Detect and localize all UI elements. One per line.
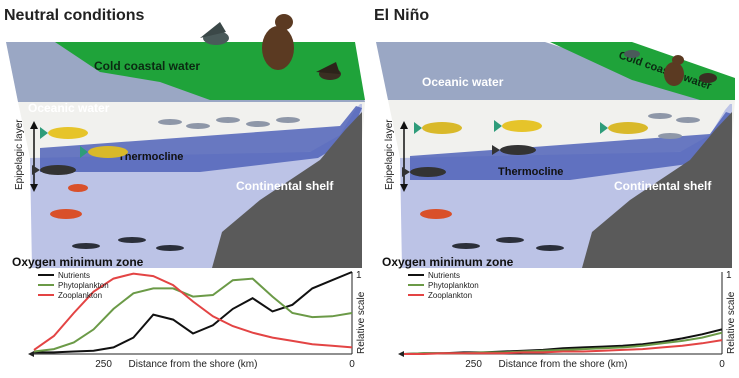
x-tick-label: 250 <box>465 359 482 370</box>
series-line-zooplankton <box>33 272 353 351</box>
x-tick-label: 250 <box>95 359 112 370</box>
el-nino-diagram: Epipelagic layer Cold coastal water Ocea… <box>376 42 735 269</box>
omz-label: Oxygen minimum zone <box>12 255 144 269</box>
continental-shelf <box>582 112 732 268</box>
omz-label: Oxygen minimum zone <box>382 255 514 269</box>
cold-water-area <box>550 42 735 100</box>
legend-label: Zooplankton <box>58 291 102 300</box>
x-axis-label: Distance from the shore (km) <box>129 359 258 370</box>
series-line-zooplankton <box>404 339 723 355</box>
legend-label: Phytoplankton <box>58 281 109 290</box>
oceanic-water-label: Oceanic water <box>28 101 110 115</box>
thermocline-label: Thermocline <box>118 151 183 163</box>
x-tick-label: 0 <box>719 359 725 370</box>
thermocline-label: Thermocline <box>498 166 563 178</box>
legend-label: Phytoplankton <box>428 281 479 290</box>
fish-school-icon <box>158 117 300 129</box>
x-tick-label: 0 <box>349 359 355 370</box>
fish-icon <box>600 122 648 134</box>
panel-title: Neutral conditions <box>4 7 145 24</box>
deep-fish-icon <box>72 237 184 251</box>
y-axis-label: Relative scale <box>726 291 737 354</box>
fish-icon <box>32 165 76 175</box>
deep-fish-icon <box>452 237 564 251</box>
x-axis-arrow <box>398 351 404 357</box>
seabird-icon <box>699 73 717 83</box>
legend-label: Zooplankton <box>428 291 472 300</box>
el-nino-panel: El Niño Epipelagic layer Cold coastal wa… <box>370 0 739 378</box>
neutral-diagram: Epipelagic layer Cold coastal water Ocea… <box>6 14 365 269</box>
series-line-nutrients <box>34 271 353 354</box>
oceanic-water-label: Oceanic water <box>422 75 504 89</box>
panel-title: El Niño <box>374 7 430 24</box>
sea-lion-icon <box>664 55 684 86</box>
fish-icon <box>414 122 462 134</box>
fish-icon <box>494 120 542 132</box>
legend-label: Nutrients <box>428 271 460 280</box>
y-axis-label: Relative scale <box>356 291 367 354</box>
thermocline-band <box>410 112 732 180</box>
squid-icon <box>50 184 88 219</box>
fish-icon <box>402 167 446 177</box>
shelf-label: Continental shelf <box>236 179 334 193</box>
sea-lion-icon <box>262 14 294 70</box>
legend-label: Nutrients <box>58 271 90 280</box>
fish-icon <box>492 145 536 155</box>
squid-icon <box>420 209 452 219</box>
shelf-label: Continental shelf <box>614 179 712 193</box>
epipelagic-label: Epipelagic layer <box>384 119 395 190</box>
continental-shelf <box>212 112 362 268</box>
fish-icon <box>80 146 128 158</box>
oceanic-surface <box>376 42 725 100</box>
neutral-panel: Neutral conditions Epipelagic layer Cold… <box>0 0 369 378</box>
x-axis-arrow <box>28 351 34 357</box>
seabird-icon <box>316 62 341 80</box>
epipelagic-label: Epipelagic layer <box>14 119 25 190</box>
seabird-icon <box>200 22 229 45</box>
x-axis-label: Distance from the shore (km) <box>499 359 628 370</box>
fish-icon <box>40 127 88 139</box>
y-tick-label: 1 <box>726 270 732 281</box>
cold-water-label: Cold coastal water <box>94 59 200 73</box>
fish-school-icon <box>648 113 700 139</box>
seabird-icon <box>624 50 640 58</box>
y-tick-label: 1 <box>356 270 362 281</box>
series-line-phytoplankton <box>33 277 353 353</box>
